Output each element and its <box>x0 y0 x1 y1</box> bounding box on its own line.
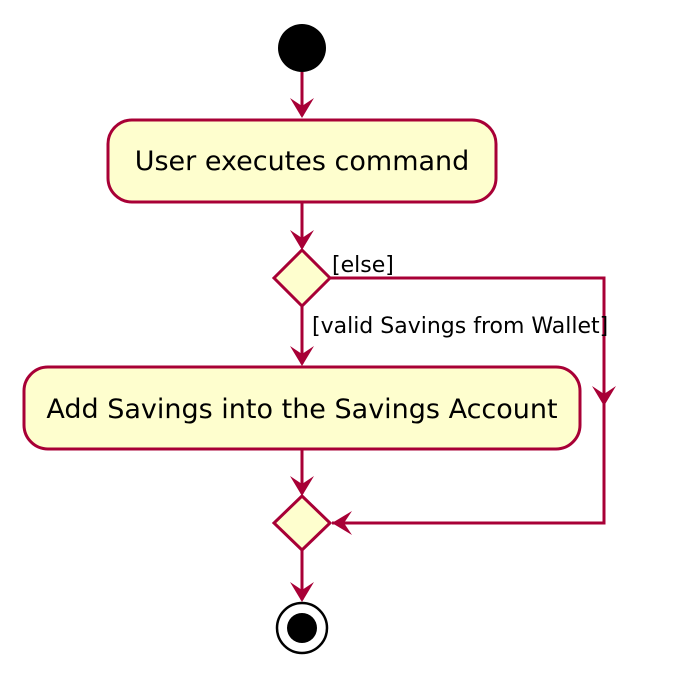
arrowhead <box>290 230 314 250</box>
merge-node <box>271 493 333 553</box>
arrowhead <box>290 98 314 118</box>
end-node-inner <box>287 613 317 643</box>
arrowhead <box>592 386 616 406</box>
arrowhead <box>332 511 352 535</box>
arrowhead <box>290 582 314 602</box>
action-label-user-executes-command: User executes command <box>135 146 470 177</box>
decision-node <box>271 247 333 309</box>
start-node <box>278 24 326 72</box>
guard-label-valid: [valid Savings from Wallet] <box>312 314 608 339</box>
guard-label-else: [else] <box>332 253 394 278</box>
arrowhead <box>290 476 314 496</box>
action-label-add-savings: Add Savings into the Savings Account <box>46 394 557 425</box>
arrowhead <box>290 346 314 366</box>
